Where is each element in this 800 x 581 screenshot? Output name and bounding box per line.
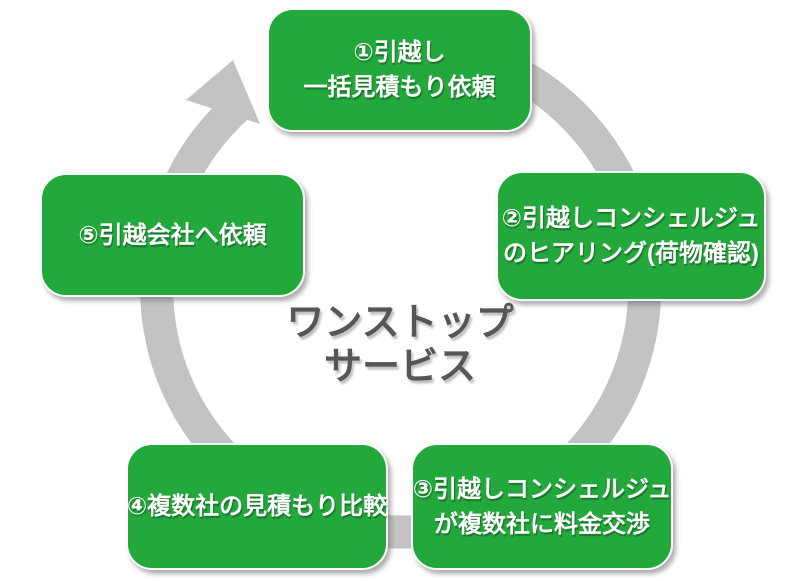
step-2-line1: ②引越しコンシェルジュ [501,205,761,232]
step-box-5: ⑤引越会社へ依頼 [40,173,305,297]
step-box-1: ①引越し 一括見積もり依頼 [267,8,532,132]
step-5-line1: ⑤引越会社へ依頼 [78,221,267,249]
step-4-line1: ④複数社の見積もり比較 [126,493,388,520]
step-3-line1: ③引越しコンシェルジュ [412,475,672,503]
step-box-2: ②引越しコンシェルジュ のヒアリング(荷物確認) [496,171,766,301]
step-box-3: ③引越しコンシェルジュ が複数社に料金交渉 [411,443,673,570]
step-box-4: ④複数社の見積もり比較 [126,443,388,570]
step-1-line2: 一括見積もり依頼 [303,74,496,101]
center-title: ワンストップ サービス [240,301,560,389]
step-3-line2: が複数社に料金交渉 [434,510,650,538]
cycle-arrow-head-icon [186,60,260,124]
step-2-line2: のヒアリング(荷物確認) [503,240,759,267]
step-1-line1: ①引越し [353,39,446,66]
center-title-line2: サービス [323,346,476,388]
center-title-line1: ワンストップ [286,302,514,344]
